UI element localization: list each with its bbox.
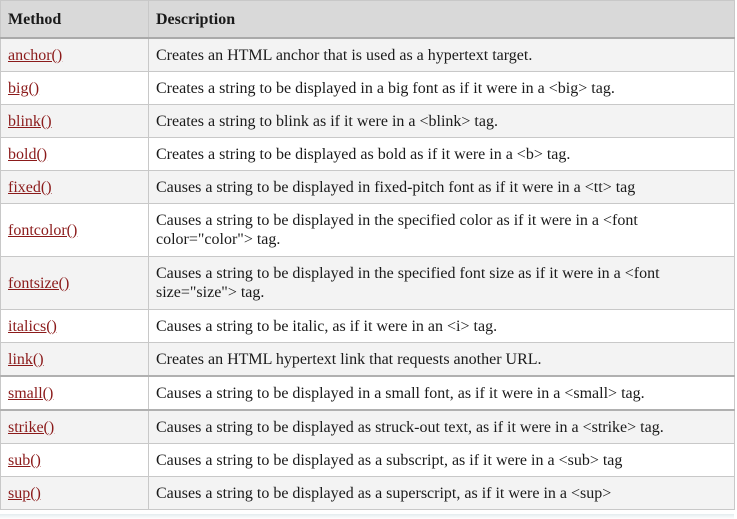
table-row: sup() Causes a string to be displayed as… [0,476,735,510]
method-link-blink[interactable]: blink() [8,112,52,130]
method-link-sub[interactable]: sub() [8,451,41,469]
table-row: big() Creates a string to be displayed i… [0,71,735,105]
table-row: blink() Creates a string to blink as if … [0,104,735,138]
method-link-anchor[interactable]: anchor() [8,46,63,64]
page-bottom-shadow [0,514,734,519]
method-cell: blink() [0,104,149,138]
table-row: sub() Causes a string to be displayed as… [0,443,735,477]
table-row: bold() Creates a string to be displayed … [0,137,735,171]
method-cell: fixed() [0,170,149,204]
description-column-header: Description [148,0,735,39]
string-methods-table: Method Description anchor() Creates an H… [0,0,735,510]
description-cell: Creates a string to be displayed in a bi… [148,71,735,105]
method-link-fixed[interactable]: fixed() [8,178,52,196]
description-cell: Causes a string to be displayed as a sub… [148,443,735,477]
table-row: fontcolor() Causes a string to be displa… [0,203,735,257]
method-column-header: Method [0,0,149,39]
table-row: italics() Causes a string to be italic, … [0,309,735,343]
table-row: small() Causes a string to be displayed … [0,375,735,411]
method-link-big[interactable]: big() [8,79,40,97]
method-cell: sup() [0,476,149,510]
method-cell: strike() [0,409,149,444]
method-link-sup[interactable]: sup() [8,484,41,502]
method-link-small[interactable]: small() [8,384,54,402]
table-header-row: Method Description [0,0,735,39]
description-cell: Causes a string to be displayed in a sma… [148,375,735,411]
method-link-italics[interactable]: italics() [8,317,57,335]
description-cell: Creates a string to blink as if it were … [148,104,735,138]
method-cell: italics() [0,309,149,343]
method-cell: sub() [0,443,149,477]
description-cell: Causes a string to be displayed in the s… [148,256,735,310]
method-cell: anchor() [0,37,149,72]
table-row: link() Creates an HTML hypertext link th… [0,342,735,377]
description-cell: Creates an HTML hypertext link that requ… [148,342,735,377]
table-row: strike() Causes a string to be displayed… [0,409,735,444]
table-row: fixed() Causes a string to be displayed … [0,170,735,204]
method-cell: link() [0,342,149,377]
method-link-link[interactable]: link() [8,350,44,368]
method-link-bold[interactable]: bold() [8,145,48,163]
method-cell: bold() [0,137,149,171]
table-row: anchor() Creates an HTML anchor that is … [0,37,735,72]
table-row: fontsize() Causes a string to be display… [0,256,735,310]
method-cell: small() [0,375,149,411]
method-link-strike[interactable]: strike() [8,418,55,436]
description-cell: Causes a string to be displayed in the s… [148,203,735,257]
method-link-fontsize[interactable]: fontsize() [8,274,70,292]
description-cell: Causes a string to be displayed as struc… [148,409,735,444]
method-cell: fontsize() [0,256,149,310]
description-cell: Creates a string to be displayed as bold… [148,137,735,171]
method-cell: fontcolor() [0,203,149,257]
method-link-fontcolor[interactable]: fontcolor() [8,221,78,239]
description-cell: Creates an HTML anchor that is used as a… [148,37,735,72]
description-cell: Causes a string to be displayed as a sup… [148,476,735,510]
description-cell: Causes a string to be italic, as if it w… [148,309,735,343]
description-cell: Causes a string to be displayed in fixed… [148,170,735,204]
method-cell: big() [0,71,149,105]
